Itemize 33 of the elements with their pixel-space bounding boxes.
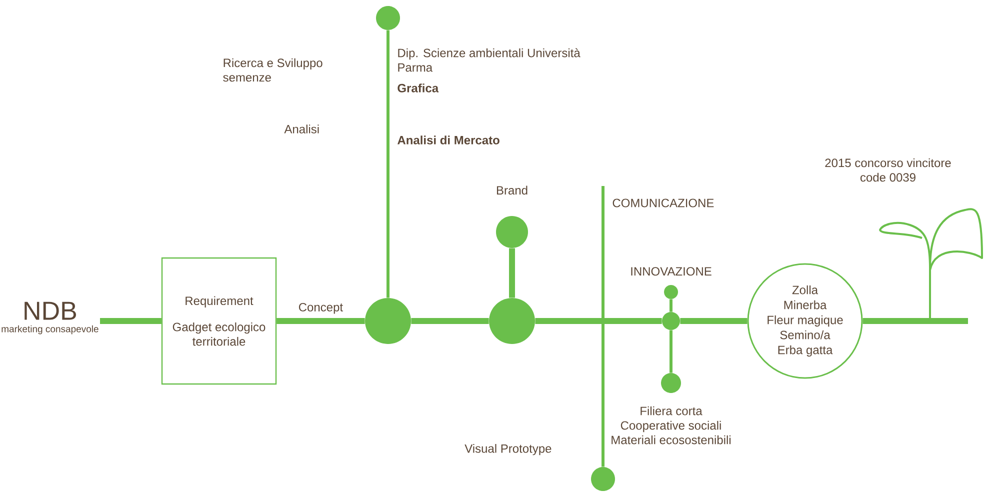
connector-line — [680, 318, 748, 324]
connector-line — [602, 186, 604, 467]
note-text: Ricerca e Sviluppo semenze — [223, 58, 322, 82]
milestone-caption: Visual Prototype — [464, 444, 552, 456]
connector-line — [100, 318, 162, 324]
connector-line — [670, 330, 672, 373]
title-text: NDB marketing consapevole — [2, 302, 98, 334]
connector-line — [386, 30, 390, 298]
connector-line — [862, 318, 968, 324]
note-text: 2015 concorso vincitore code 0039 — [825, 158, 951, 182]
note-text: Analisi — [284, 124, 319, 134]
milestone-caption: INNOVAZIONE — [631, 267, 712, 276]
milestone-caption: Filiera corta Cooperative sociali Materiali ecosostenibili — [612, 406, 731, 444]
milestone-circle — [661, 373, 681, 393]
milestone-circle — [489, 298, 535, 344]
note-text: Analisi di Mercato — [398, 136, 500, 144]
milestone-caption: Brand — [496, 186, 528, 195]
connector-line — [535, 318, 662, 324]
note-text: Dip. Scienze ambientali Università Parma — [398, 48, 580, 72]
requirement-box: Requirement Gadget ecologico territoriale — [161, 257, 277, 385]
connector-line — [276, 318, 365, 324]
note-text: COMUNICAZIONE — [612, 198, 714, 208]
milestone-circle — [496, 216, 528, 248]
milestone-circle — [664, 285, 678, 299]
note-text: Grafica — [398, 84, 439, 92]
edge-label: Concept — [298, 302, 343, 314]
milestone-circle — [591, 467, 615, 491]
connector-line — [670, 299, 672, 312]
junction-dot — [662, 312, 680, 330]
connector-line — [509, 248, 515, 298]
milestone-circle — [376, 6, 400, 30]
milestone-circle — [365, 298, 411, 344]
connector-line — [411, 318, 489, 324]
